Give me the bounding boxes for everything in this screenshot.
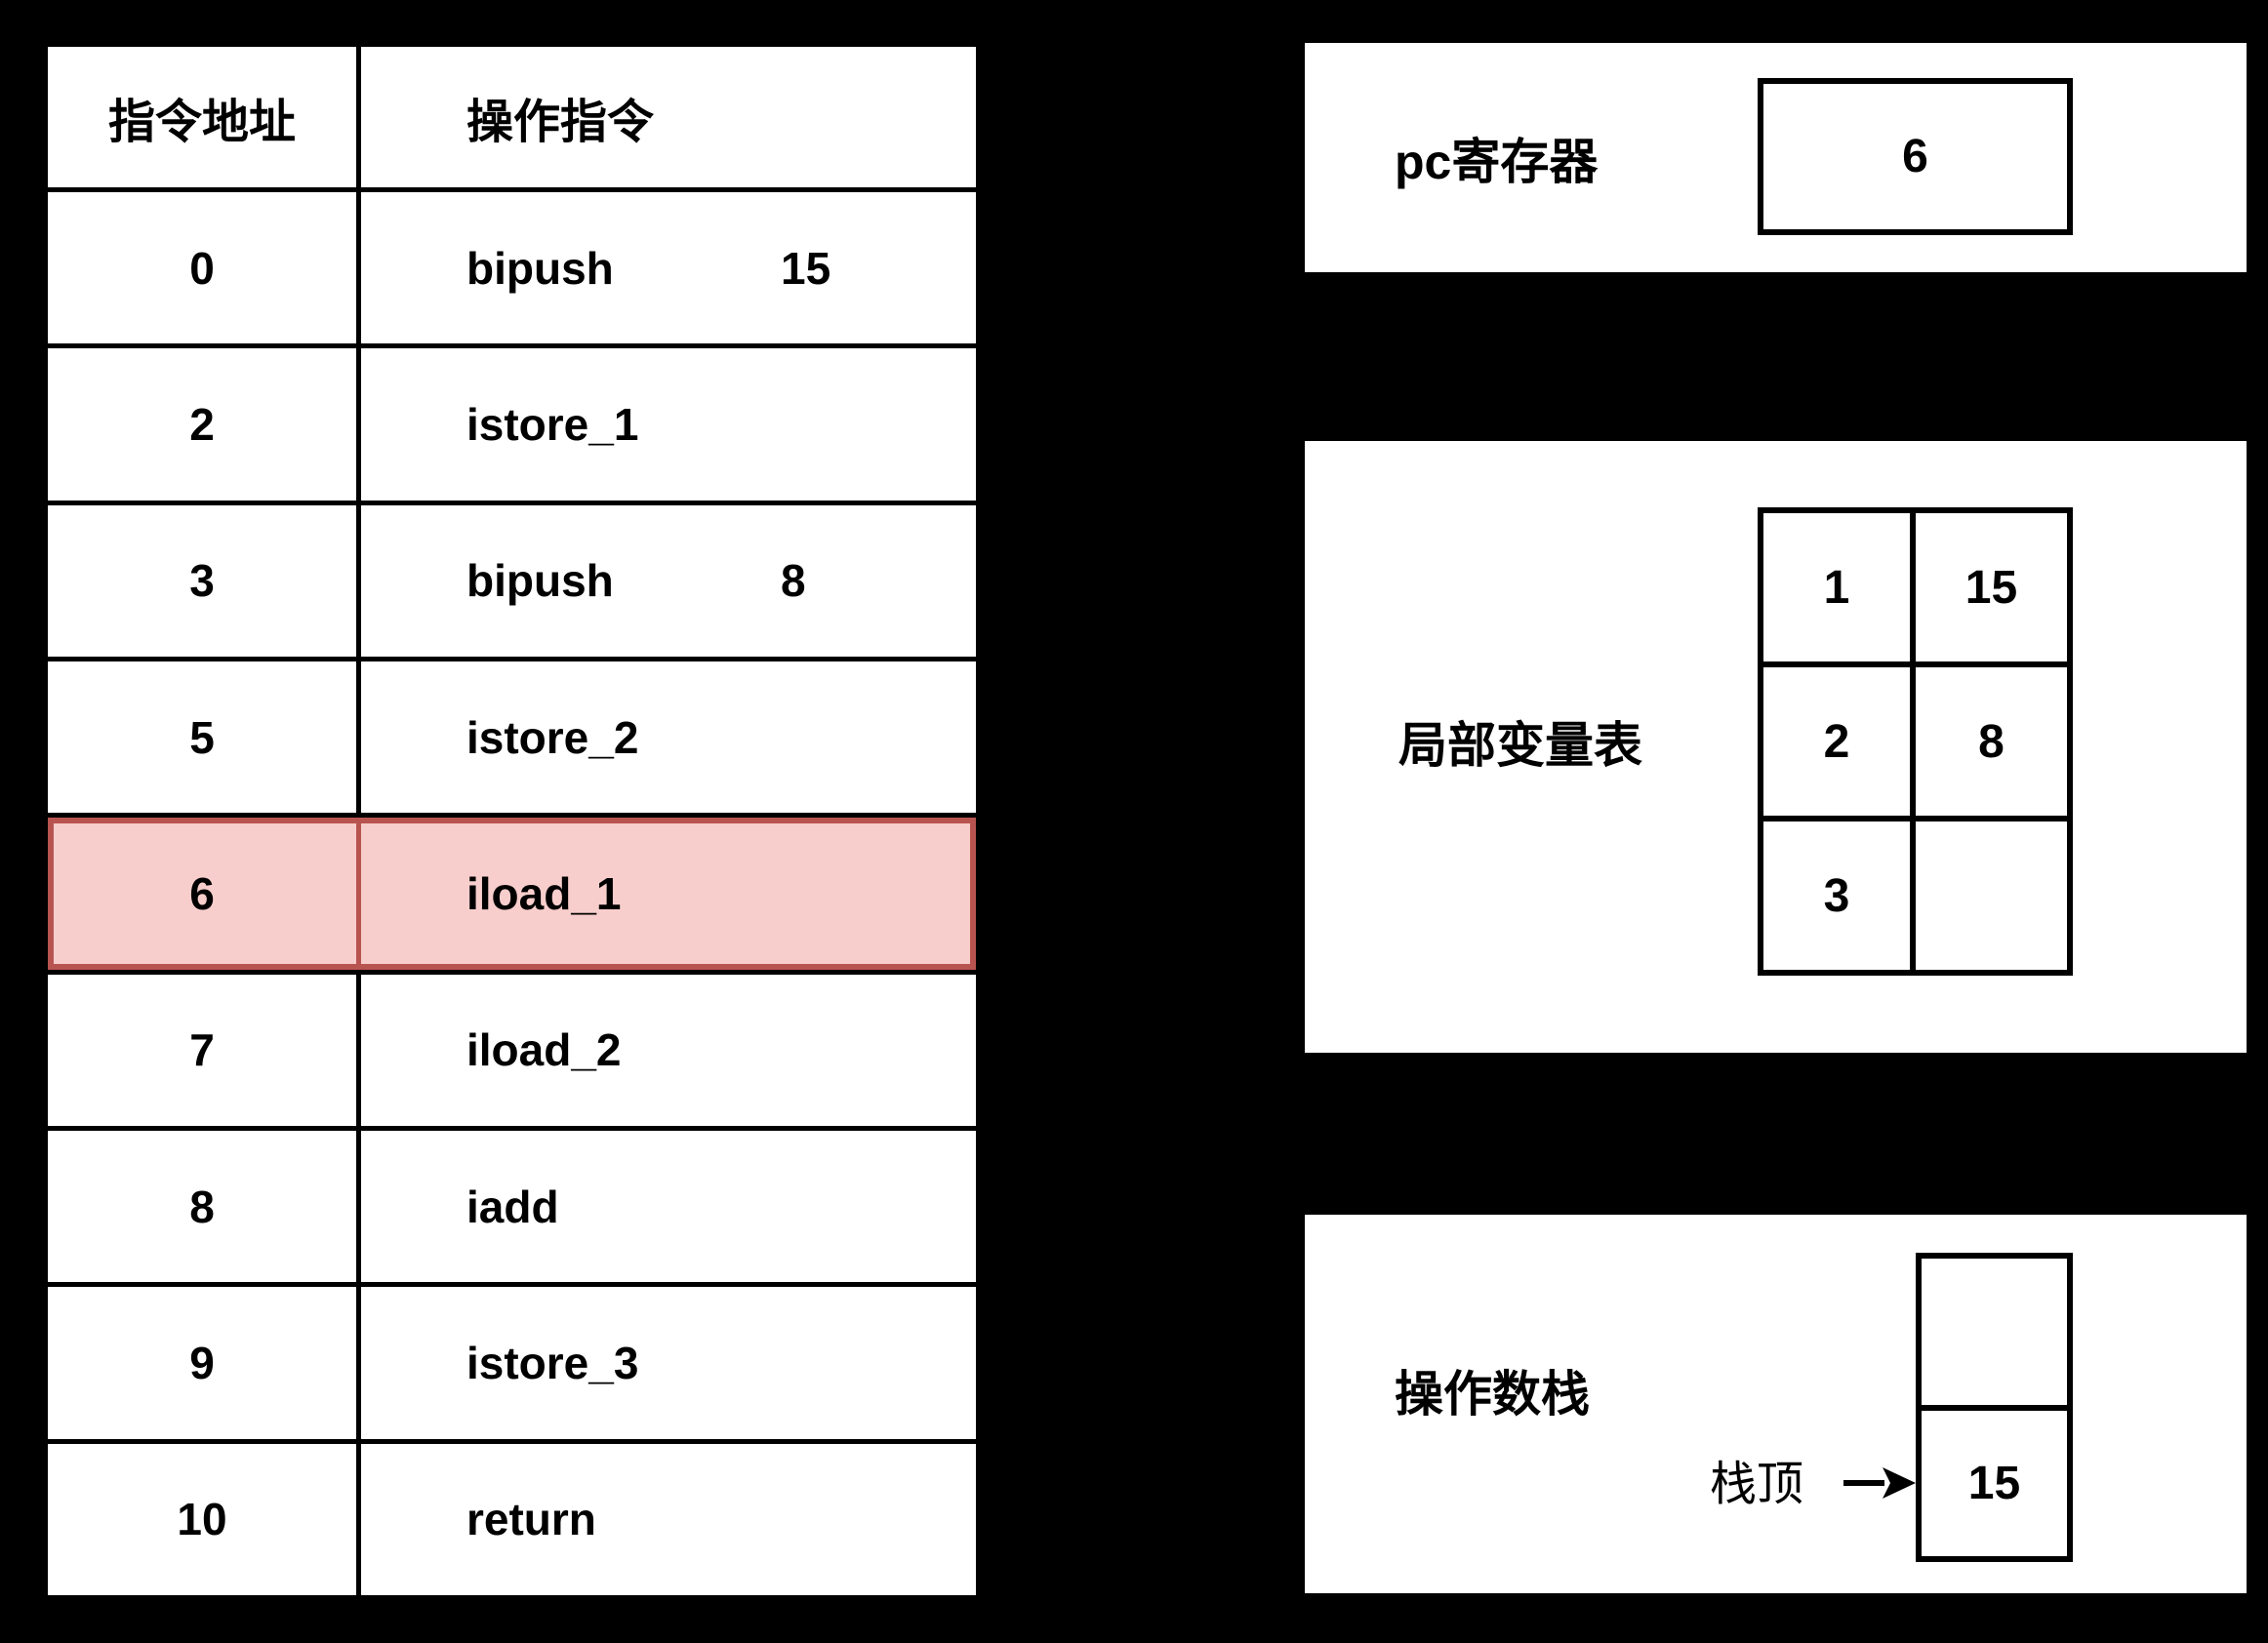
local-variable-value (1916, 822, 2067, 970)
table-row: 8 iadd (48, 1130, 976, 1288)
operand: 8 (781, 555, 806, 607)
stack-top-arrow-icon (1843, 1467, 1916, 1499)
table-header-row: 指令地址 操作指令 (48, 47, 976, 192)
pc-register-value: 6 (1902, 131, 1928, 182)
instruction-address: 10 (48, 1443, 361, 1595)
local-variable-row: 2 8 (1763, 661, 2067, 816)
local-variable-table-panel: 局部变量表 1 15 2 8 3 (1305, 441, 2247, 1053)
operation-cell: istore_2 (361, 661, 976, 813)
local-variable-table-label: 局部变量表 (1398, 718, 1642, 773)
local-variable-index: 1 (1763, 513, 1916, 661)
operation-cell: bipush 15 (361, 192, 976, 343)
local-variable-value: 15 (1964, 561, 2018, 614)
operand-stack-cells: 15 (1916, 1253, 2073, 1562)
instruction-address: 5 (48, 661, 361, 814)
instruction-address: 9 (48, 1287, 361, 1439)
operand-stack-label: 操作数栈 (1395, 1367, 1590, 1422)
instruction-address: 0 (48, 192, 361, 344)
local-variable-row: 1 15 (1763, 513, 2067, 661)
instruction-address: 8 (48, 1130, 361, 1283)
operation-cell: return (361, 1444, 976, 1595)
opcode: istore_2 (466, 711, 639, 763)
opcode: istore_1 (466, 398, 639, 450)
operation-cell: bipush 8 (361, 505, 976, 657)
local-variable-grid: 1 15 2 8 3 (1758, 507, 2073, 976)
header-instruction-address: 指令地址 (48, 47, 361, 187)
local-variable-index: 3 (1763, 822, 1916, 970)
operation-cell: iload_1 (361, 818, 976, 969)
operand-stack-panel: 操作数栈 栈顶 15 (1305, 1215, 2247, 1593)
opcode: iload_1 (466, 867, 622, 919)
table-row: 2 istore_1 (48, 348, 976, 505)
opcode: istore_3 (466, 1337, 639, 1388)
table-row: 7 iload_2 (48, 974, 976, 1131)
operation-cell: istore_1 (361, 348, 976, 500)
header-operation-instruction: 操作指令 (466, 97, 655, 148)
opcode: return (466, 1494, 596, 1545)
stack-top-label: 栈顶 (1710, 1459, 1804, 1510)
table-row: 0 bipush 15 (48, 192, 976, 349)
pc-register-label: pc寄存器 (1395, 134, 1599, 189)
local-variable-row: 3 (1763, 816, 2067, 970)
operation-cell: istore_3 (361, 1287, 976, 1438)
table-row: 9 istore_3 (48, 1287, 976, 1444)
opcode: bipush (466, 242, 614, 294)
pc-register-value-box: 6 (1758, 78, 2073, 235)
pc-register-panel: pc寄存器 6 (1305, 43, 2247, 272)
instruction-address: 3 (48, 504, 361, 657)
table-row: 3 bipush 8 (48, 504, 976, 661)
local-variable-value: 8 (1978, 715, 2005, 768)
instruction-address: 6 (48, 818, 361, 970)
operation-cell: iadd (361, 1131, 976, 1282)
instruction-address: 2 (48, 348, 361, 501)
operand: 15 (781, 242, 831, 294)
operation-cell: iload_2 (361, 975, 976, 1126)
operand-stack-cell-empty (1922, 1259, 2067, 1405)
bytecode-instruction-table: 指令地址 操作指令 0 bipush 15 2 istore_1 3 bipus… (43, 42, 981, 1600)
local-variable-index: 2 (1763, 667, 1916, 816)
operand-stack-cell-top: 15 (1922, 1404, 2067, 1557)
table-row: 10 return (48, 1443, 976, 1595)
instruction-address: 7 (48, 974, 361, 1126)
table-row: 5 istore_2 (48, 661, 976, 819)
table-row-highlighted-current-instruction: 6 iload_1 (48, 818, 976, 975)
opcode: iadd (466, 1181, 559, 1232)
opcode: iload_2 (466, 1024, 622, 1076)
opcode: bipush (466, 555, 614, 607)
